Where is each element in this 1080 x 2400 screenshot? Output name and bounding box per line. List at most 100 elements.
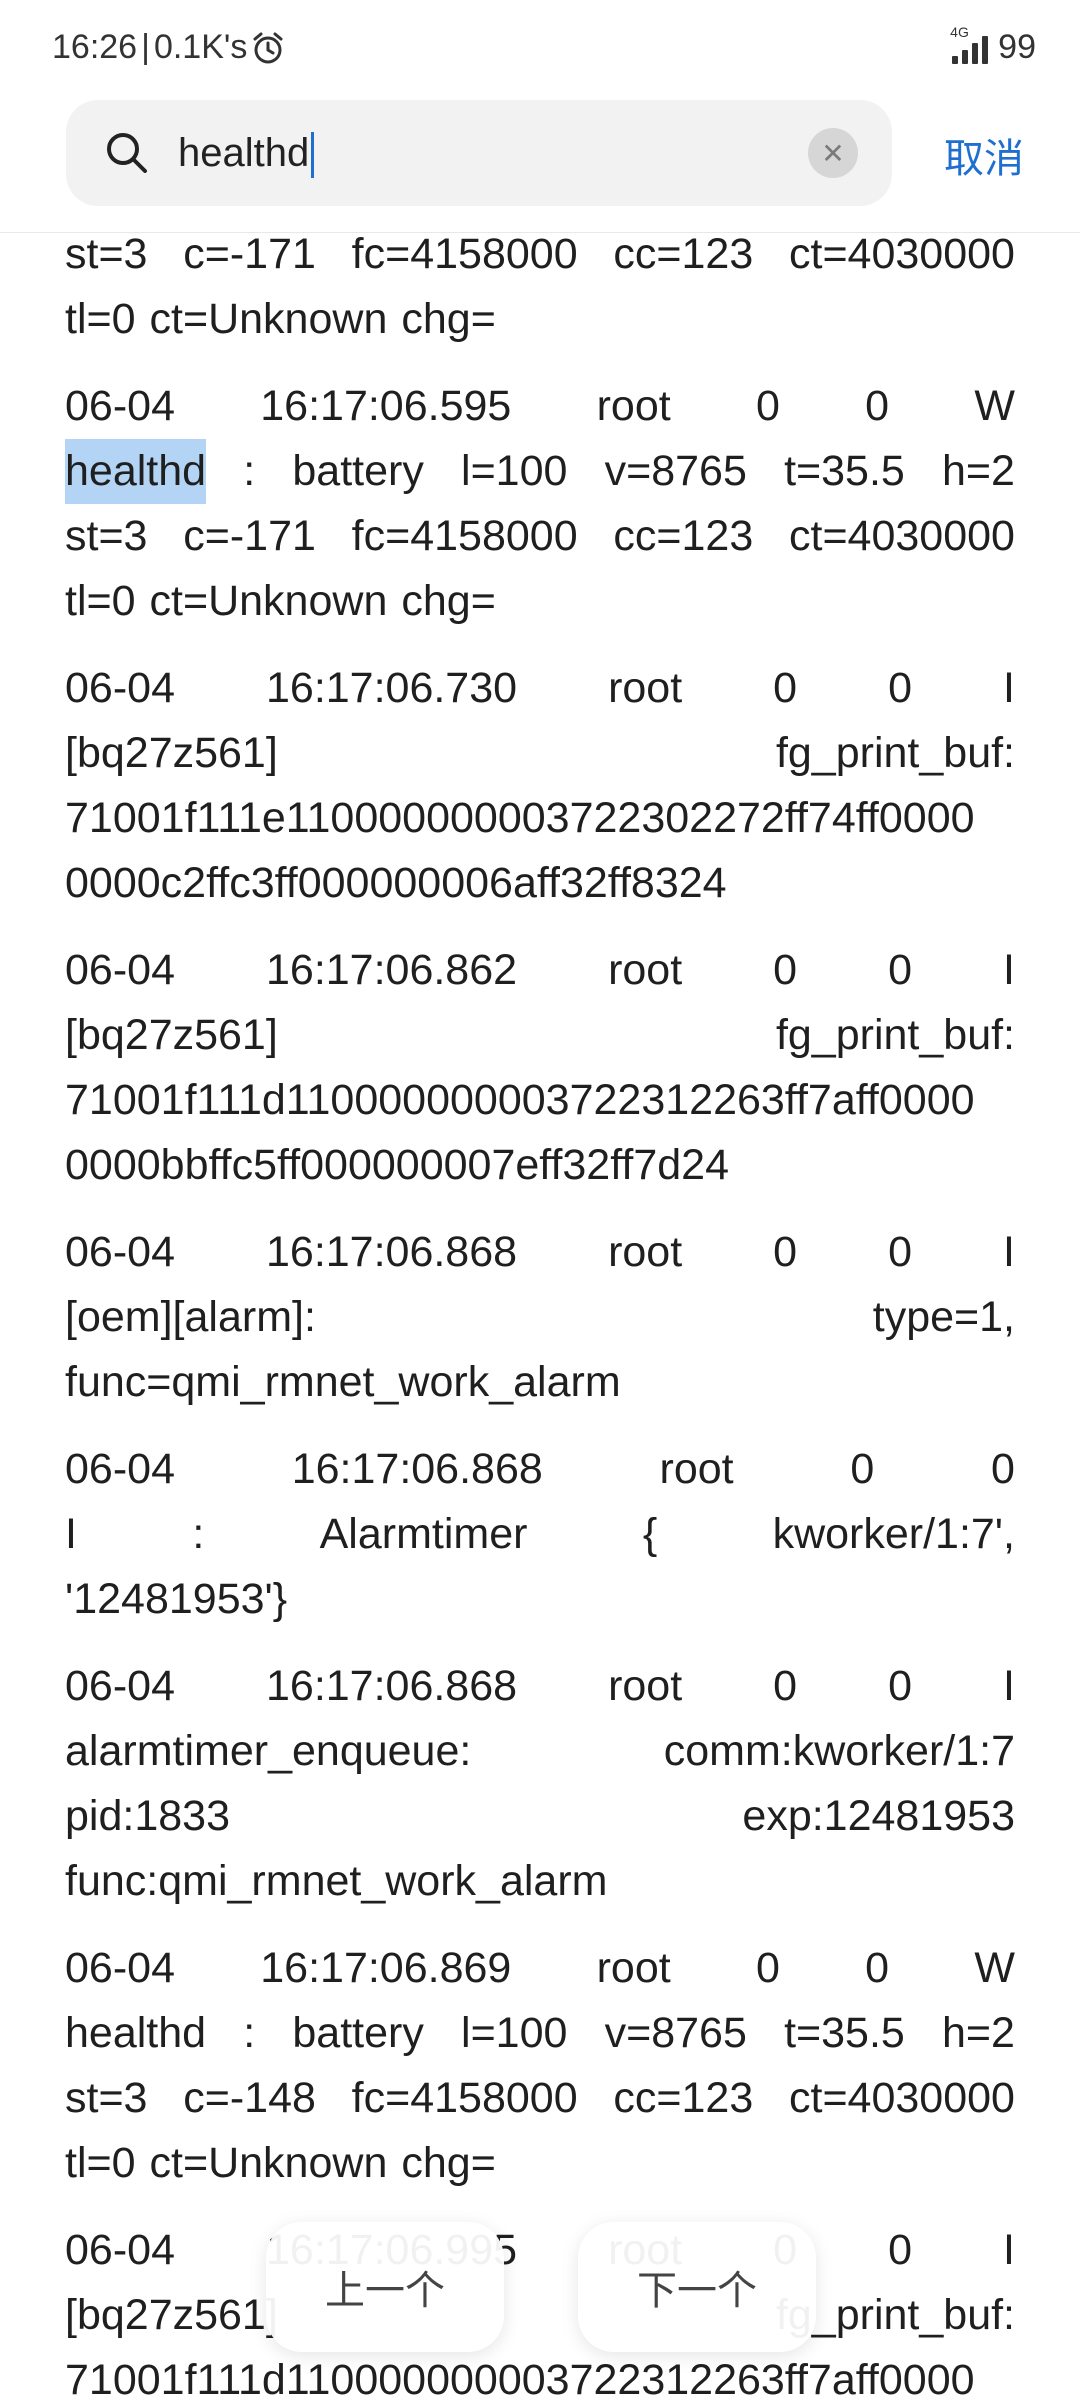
log-token: st=3 <box>65 233 148 278</box>
search-bar[interactable]: healthd ✕ <box>66 100 892 206</box>
log-token: 0 <box>888 1662 913 1710</box>
signal-icon: 4G <box>950 24 989 64</box>
header-divider <box>0 232 1080 233</box>
log-line: [oem][alarm]:type=1, <box>65 1285 1015 1350</box>
log-token: 16:17:06.869 <box>260 1944 512 1992</box>
log-token: 06-04 <box>65 1944 175 1992</box>
log-line: '12481953'} <box>65 1567 1015 1632</box>
log-token: root <box>608 664 683 712</box>
log-token: exp:12481953 <box>742 1792 1015 1840</box>
log-token: 06-04 <box>65 1662 175 1710</box>
log-token: cc=123 <box>613 233 754 278</box>
log-token: fc=4158000 <box>351 233 578 278</box>
search-query-text: healthd <box>178 131 314 175</box>
log-token: root <box>659 1445 734 1493</box>
log-token: ct=4030000 <box>789 512 1015 560</box>
log-token: I <box>1003 664 1015 712</box>
log-token: l=100 <box>461 2009 568 2057</box>
log-token: 06-04 <box>65 1228 175 1276</box>
log-token: fc=4158000 <box>351 2074 578 2122</box>
log-token: root <box>596 382 671 430</box>
status-time: 16:26 <box>52 28 138 66</box>
log-token: alarmtimer_enqueue: <box>65 1727 472 1775</box>
log-token: h=2 <box>941 2009 1015 2057</box>
network-type: 4G <box>950 23 969 40</box>
log-token: 0 <box>773 664 798 712</box>
log-token: battery <box>292 2009 424 2057</box>
log-token: [bq27z561] <box>65 1011 278 1059</box>
log-token: c=-171 <box>183 233 316 278</box>
cancel-button[interactable]: 取消 <box>944 137 1024 181</box>
log-token: 71001f111d110000000003722312263ff7aff000… <box>65 2356 975 2400</box>
log-token: chg= <box>401 577 496 625</box>
alarm-clock-icon <box>251 31 285 65</box>
log-token: func=qmi_rmnet_work_alarm <box>65 1358 621 1406</box>
log-token: 0 <box>773 1228 798 1276</box>
log-token: h=2 <box>941 447 1015 495</box>
log-token: 0 <box>888 2226 913 2274</box>
log-token: 0 <box>773 946 798 994</box>
log-token: '12481953'} <box>65 1575 288 1623</box>
previous-match-button[interactable]: 上一个 <box>266 2222 504 2352</box>
clear-search-button[interactable]: ✕ <box>808 128 858 178</box>
log-token: 0 <box>865 1944 890 1992</box>
search-icon <box>104 130 150 181</box>
log-token: I <box>1003 1228 1015 1276</box>
log-token: [bq27z561] <box>65 2291 278 2339</box>
log-token: fg_print_buf: <box>775 1011 1015 1059</box>
search-input[interactable]: healthd <box>178 100 738 206</box>
log-token: Alarmtimer <box>319 1510 528 1558</box>
log-token: fg_print_buf: <box>775 729 1015 777</box>
log-line: 0000bbffc5ff000000007eff32ff7d24 <box>65 1133 1015 1198</box>
log-viewport[interactable]: healthd:batteryl=100v=8765t=35.5h=2st=3c… <box>0 233 1080 2400</box>
log-line: 0000c2ffc3ff000000006aff32ff8324 <box>65 851 1015 916</box>
log-token: 0 <box>991 1445 1015 1493</box>
log-line: [bq27z561] fg_print_buf: <box>65 1003 1015 1068</box>
log-token: root <box>596 1944 671 1992</box>
log-token: 06-04 <box>65 382 175 430</box>
log-token: I <box>1003 1662 1015 1710</box>
next-match-button[interactable]: 下一个 <box>578 2222 816 2352</box>
log-token: v=8765 <box>604 447 747 495</box>
log-token: : <box>243 447 256 495</box>
log-token: 71001f111d110000000003722312263ff7aff000… <box>65 1076 975 1124</box>
status-speed: 0.1K's <box>153 28 248 66</box>
status-separator: | <box>141 28 150 66</box>
log-token: t=35.5 <box>784 2009 905 2057</box>
log-line: st=3 c=-171 fc=4158000 cc=123 ct=4030000 <box>65 233 1015 287</box>
log-token: : <box>243 2009 256 2057</box>
status-bar: 16:26 | 0.1K's 4G 99 <box>0 0 1080 96</box>
log-token: ct=4030000 <box>789 2074 1015 2122</box>
log-line: I:Alarmtimer{kworker/1:7', <box>65 1502 1015 1567</box>
log-token: kworker/1:7', <box>772 1510 1015 1558</box>
log-token: root <box>608 1228 683 1276</box>
log-token: tl=0 <box>65 577 136 625</box>
log-token: ct=4030000 <box>789 233 1015 278</box>
log-token: 0000c2ffc3ff000000006aff32ff8324 <box>65 859 727 907</box>
log-token: healthd <box>65 2009 207 2057</box>
log-token: 16:17:06.868 <box>265 1662 518 1710</box>
log-line: func:qmi_rmnet_work_alarm <box>65 1849 1015 1914</box>
log-token: [bq27z561] <box>65 729 278 777</box>
log-line: alarmtimer_enqueue:comm:kworker/1:7 <box>65 1719 1015 1784</box>
status-right: 4G 99 <box>950 24 1036 67</box>
log-token: st=3 <box>65 512 148 560</box>
log-token: W <box>974 1944 1015 1992</box>
log-token: cc=123 <box>613 2074 754 2122</box>
